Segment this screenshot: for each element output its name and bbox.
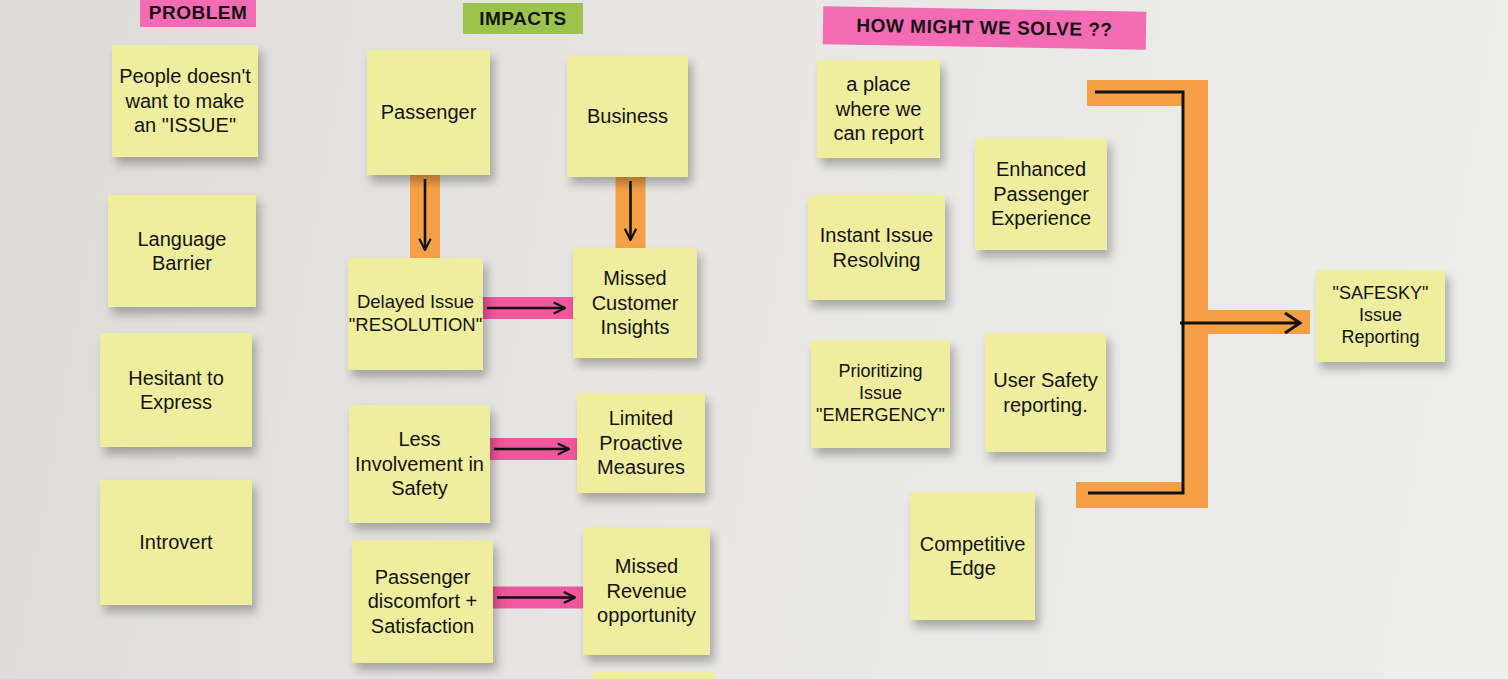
- sticky-note: Delayed Issue "RESOLUTION": [348, 258, 483, 370]
- sticky-note: Enhanced Passenger Experience: [975, 138, 1107, 250]
- partial-sticky-note: [593, 672, 715, 679]
- note-text: Enhanced Passenger Experience: [981, 157, 1101, 230]
- sticky-note: a place where we can report: [817, 60, 940, 158]
- merge-bracket: [1076, 92, 1310, 495]
- note-text: Passenger discomfort + Satisfaction: [358, 565, 487, 638]
- note-text: Prioritizing Issue "EMERGENCY": [816, 361, 945, 427]
- sticky-note: People doesn't want to make an "ISSUE": [112, 45, 258, 157]
- note-text: User Safety reporting.: [991, 368, 1100, 417]
- sticky-note: Prioritizing Issue "EMERGENCY": [811, 340, 950, 448]
- header-text: HOW MIGHT WE SOLVE ??: [856, 15, 1112, 41]
- note-text: Language Barrier: [114, 227, 250, 276]
- connector-arrow: [629, 181, 632, 240]
- note-text: Delayed Issue "RESOLUTION": [349, 291, 482, 336]
- sticky-note: Missed Customer Insights: [573, 248, 697, 358]
- note-text: Hesitant to Express: [106, 366, 246, 415]
- connector-arrow: [424, 179, 427, 250]
- header-text: PROBLEM: [149, 2, 248, 24]
- bracket-line: [1180, 322, 1298, 325]
- note-text: Instant Issue Resolving: [814, 223, 939, 272]
- note-text: People doesn't want to make an "ISSUE": [118, 64, 252, 137]
- bracket-arrowhead: [1285, 313, 1300, 333]
- note-text: "SAFESKY" Issue Reporting: [1322, 283, 1439, 349]
- connector-arrow: [497, 596, 575, 599]
- note-text: Limited Proactive Measures: [583, 406, 699, 479]
- sticky-note: Limited Proactive Measures: [577, 393, 705, 493]
- header-label: IMPACTS: [463, 3, 583, 34]
- connector-arrow: [487, 307, 565, 310]
- sticky-note: Introvert: [100, 480, 252, 605]
- sticky-note: User Safety reporting.: [985, 333, 1106, 452]
- sticky-note: Hesitant to Express: [100, 333, 252, 447]
- sticky-note: "SAFESKY" Issue Reporting: [1316, 270, 1445, 362]
- note-text: Less Involvement in Safety: [355, 427, 484, 500]
- header-label: PROBLEM: [140, 0, 256, 27]
- sticky-note: Passenger: [367, 50, 490, 175]
- connector-arrow: [494, 448, 569, 451]
- note-text: Missed Revenue opportunity: [589, 554, 704, 627]
- note-text: Missed Customer Insights: [579, 266, 691, 339]
- sticky-note: Language Barrier: [108, 195, 256, 307]
- note-text: Passenger: [381, 100, 477, 124]
- sticky-note: Less Involvement in Safety: [349, 405, 490, 523]
- note-text: Introvert: [139, 530, 212, 554]
- sticky-note: Business: [567, 56, 688, 177]
- header-label: HOW MIGHT WE SOLVE ??: [823, 6, 1147, 50]
- sticky-note: Passenger discomfort + Satisfaction: [352, 540, 493, 663]
- sticky-note: Missed Revenue opportunity: [583, 527, 710, 655]
- sticky-note: Instant Issue Resolving: [808, 195, 945, 300]
- note-text: Business: [587, 104, 668, 128]
- note-text: Competitive Edge: [916, 532, 1029, 581]
- sticky-note: Competitive Edge: [910, 492, 1035, 620]
- header-text: IMPACTS: [479, 8, 567, 30]
- note-text: a place where we can report: [823, 72, 934, 145]
